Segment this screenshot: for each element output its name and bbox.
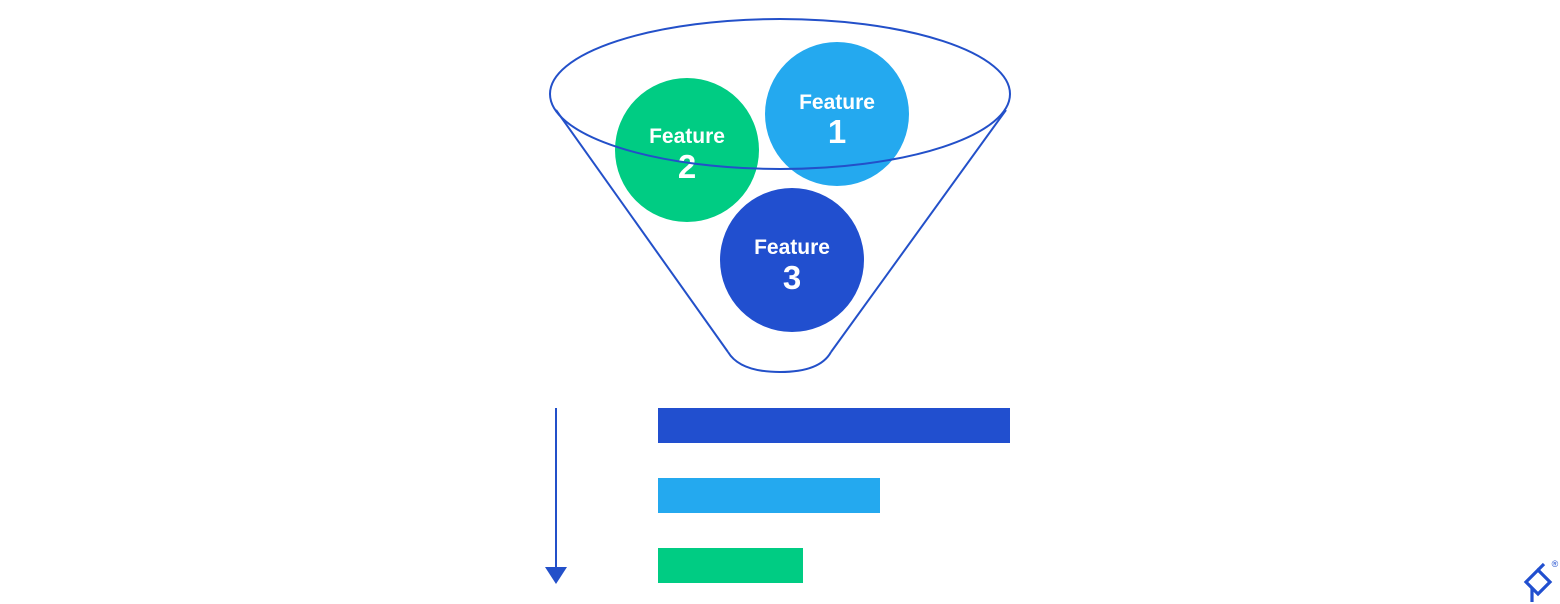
ranking-bars [658, 408, 1010, 583]
feature-2-number: 2 [678, 148, 696, 185]
feature-2-word: Feature [649, 125, 725, 148]
feature-1-number: 1 [828, 113, 846, 150]
feature-2-disc [615, 78, 759, 222]
feature-3-word: Feature [754, 236, 830, 259]
feature-1-word: Feature [799, 91, 875, 114]
funnel-rim [549, 18, 1011, 170]
feature-1-disc [765, 42, 909, 186]
funnel-bottom [727, 351, 832, 374]
ranking-bar-3 [658, 548, 803, 583]
funnel-left-side [555, 109, 729, 353]
ranking-arrow [545, 408, 567, 584]
feature-circle-3: Feature 3 [720, 188, 864, 332]
feature-3-number: 3 [783, 259, 801, 296]
ranking-bar-2 [658, 478, 880, 513]
funnel-right-side [830, 109, 1007, 353]
feature-3-disc [720, 188, 864, 332]
funnel [555, 109, 1007, 374]
registered-mark: ® [1552, 559, 1559, 569]
brand-logo-icon: ® [1523, 559, 1559, 602]
feature-circle-2: Feature 2 [615, 78, 759, 222]
ranking-arrow-head [545, 567, 567, 584]
ranking-bar-1 [658, 408, 1010, 443]
feature-circle-1: Feature 1 [765, 42, 909, 186]
